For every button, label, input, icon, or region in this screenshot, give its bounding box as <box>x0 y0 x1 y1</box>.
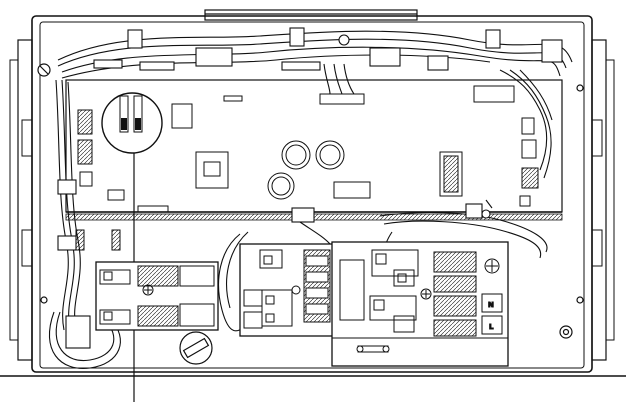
terminal-label-n: N <box>488 301 494 309</box>
terminal-label-l: L <box>489 323 494 331</box>
fuse-icon <box>179 331 213 365</box>
middle-terminal-block <box>239 243 335 337</box>
right-terminal-block: N L <box>331 241 509 367</box>
wire-harness-top <box>57 27 573 179</box>
dip-switch-2 <box>133 95 143 133</box>
pcb-components <box>77 85 539 213</box>
dip-switch-callout <box>101 92 163 402</box>
dip-switch-1 <box>119 95 129 133</box>
side-clips <box>21 119 603 267</box>
left-terminal-block <box>95 261 219 331</box>
outer-casing <box>9 15 615 373</box>
screw-icon-group <box>37 63 584 339</box>
top-handle <box>204 9 418 21</box>
wire-harness-lower <box>218 199 548 332</box>
